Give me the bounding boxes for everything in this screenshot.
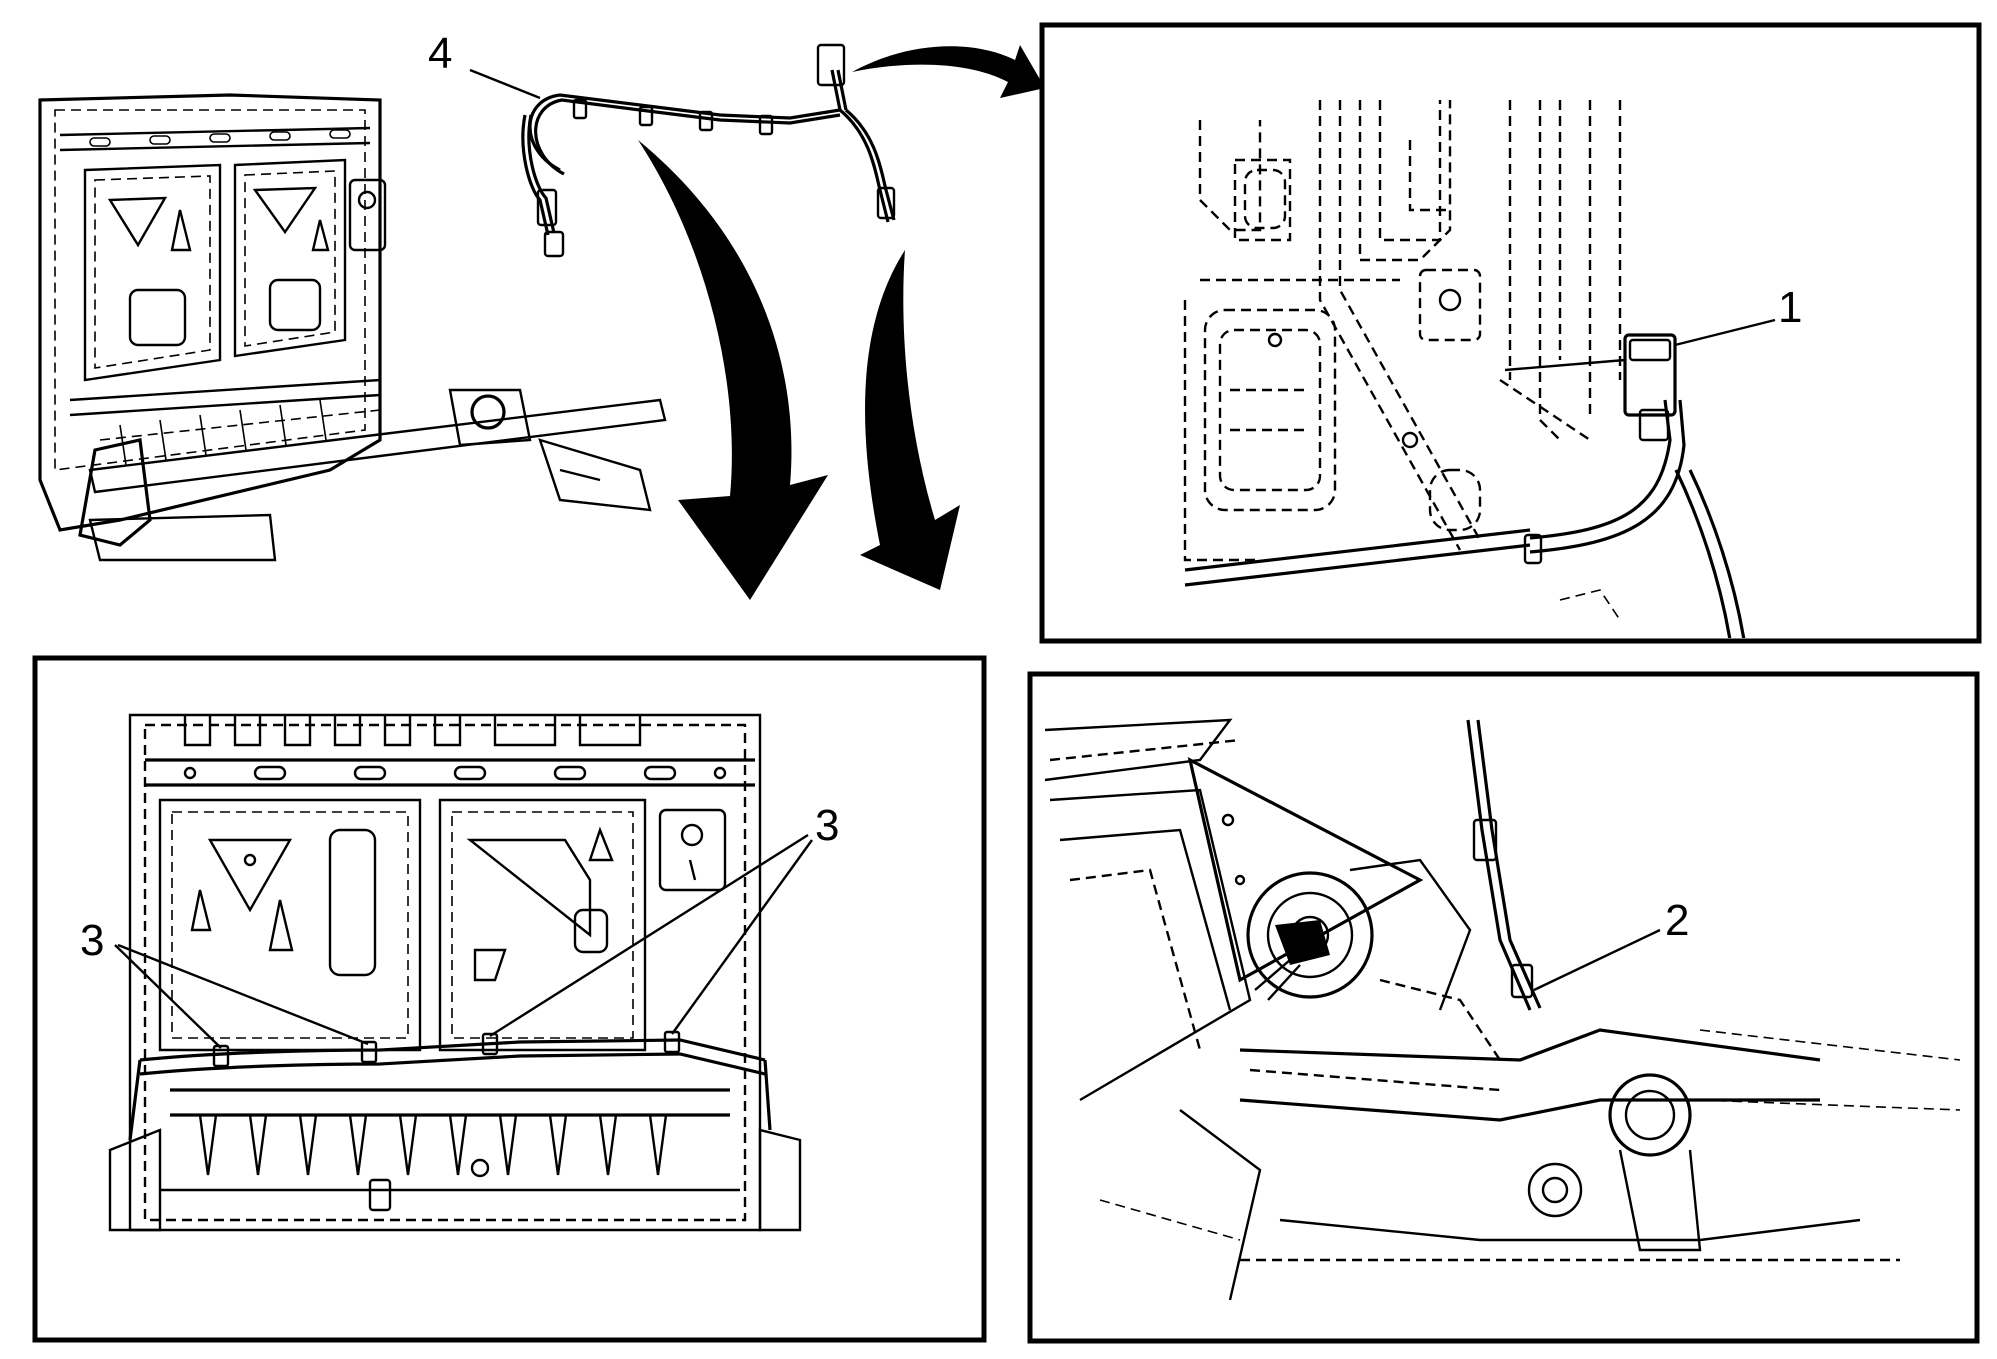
detail-retainers-3: 3 3 [32,655,987,1343]
callout-3-right: 3 [815,801,839,850]
callout-2: 2 [1665,896,1689,945]
seat-wiring-harness: 4 [428,29,896,258]
process-arrows [638,45,1045,600]
callout-1: 1 [1778,283,1802,332]
arrow-to-bottom-left [638,140,828,600]
arrow-to-top-right [852,45,1045,98]
callout-4: 4 [428,29,452,78]
detail-connector-1: 1 [1039,22,1982,644]
seatback-frame-overview [38,93,667,562]
arrow-to-bottom-right [860,250,960,590]
callout-3-left: 3 [80,916,104,965]
detail-connector-2: 2 [1027,671,1980,1344]
